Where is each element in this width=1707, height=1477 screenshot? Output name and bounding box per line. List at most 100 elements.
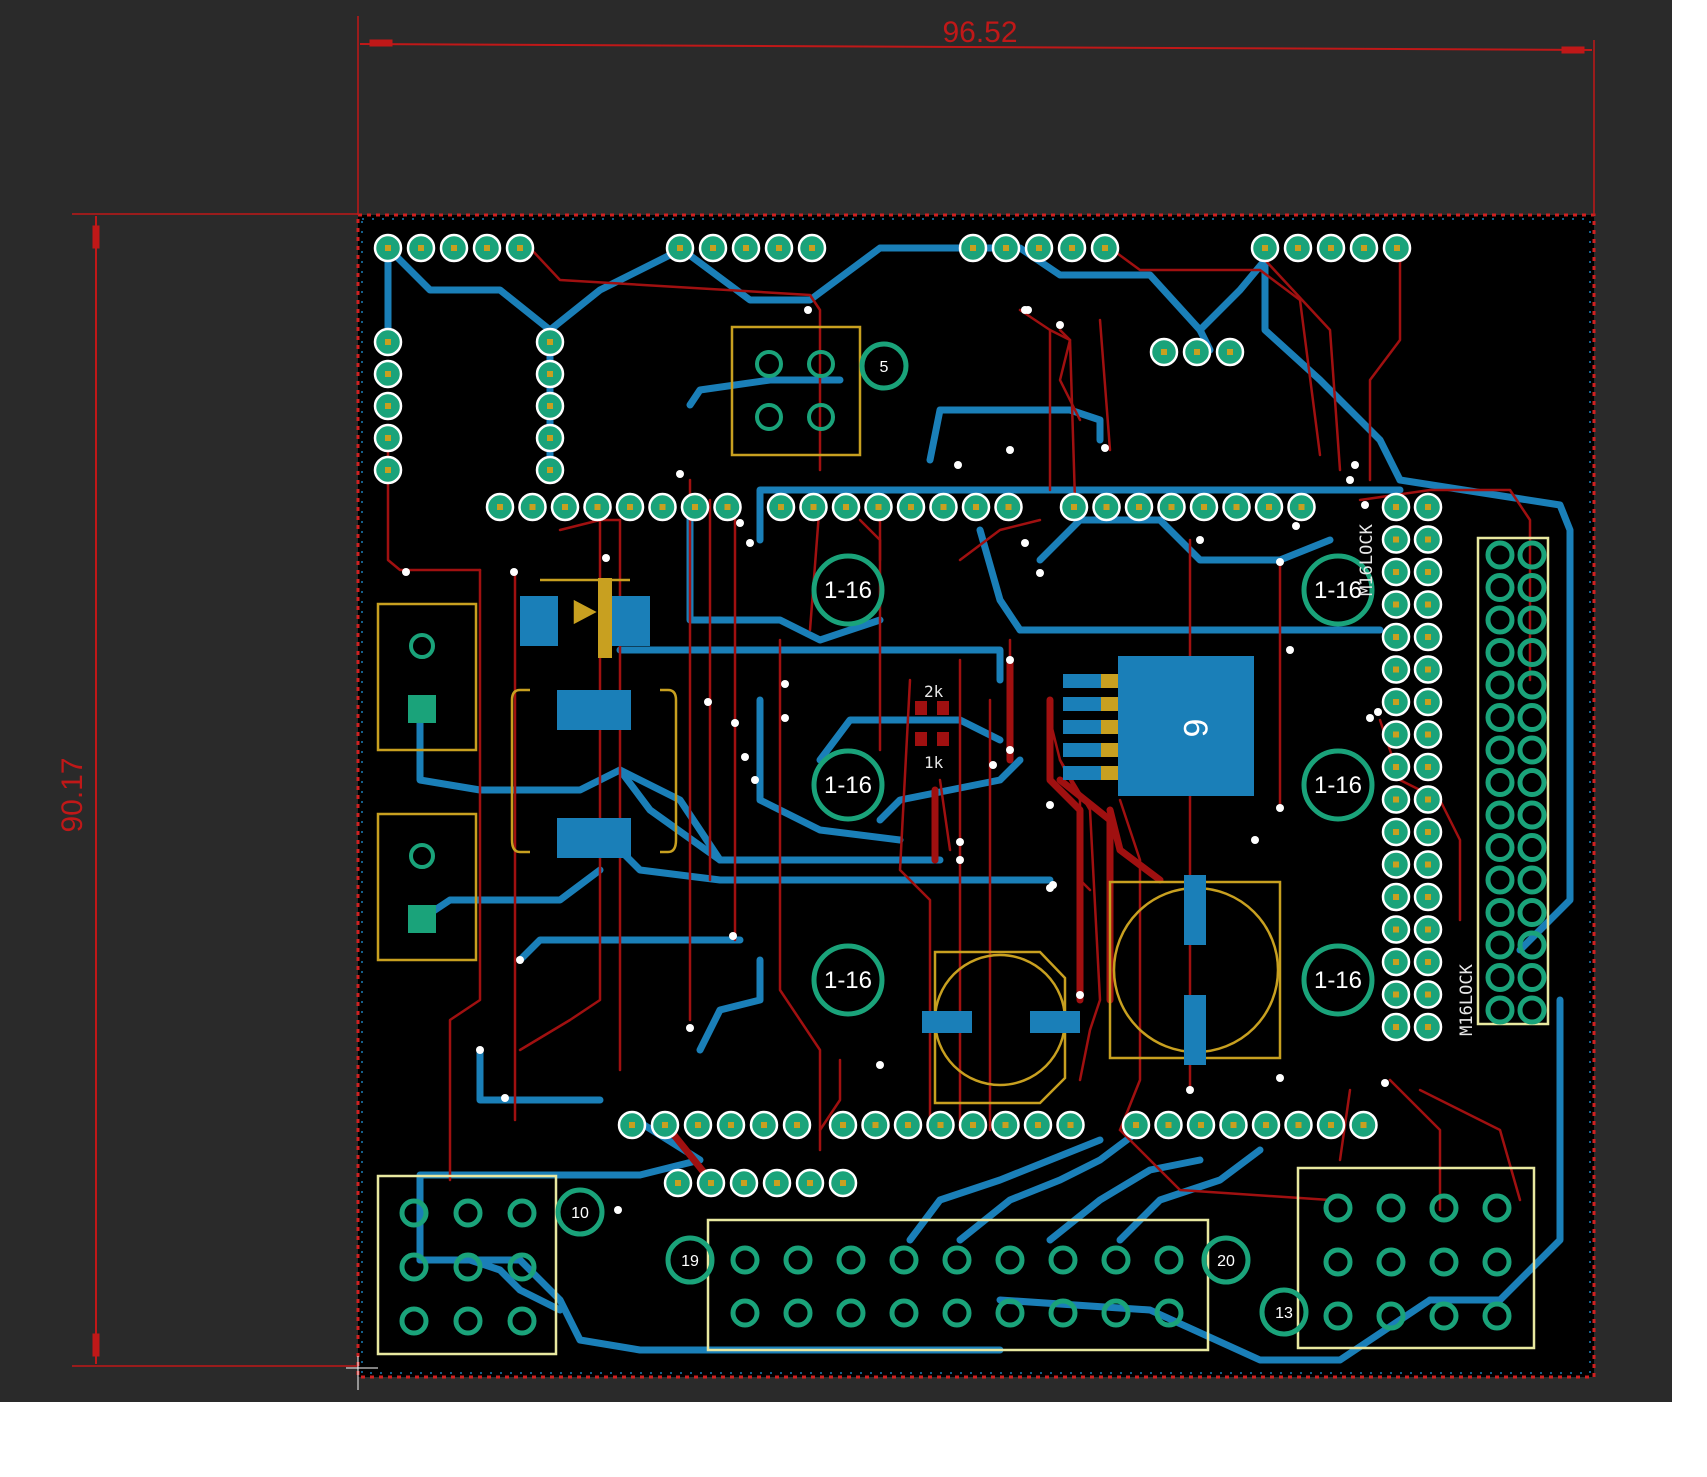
connector-pin[interactable]	[783, 1245, 813, 1275]
connector-pin[interactable]	[1485, 800, 1515, 830]
connector-pin[interactable]	[399, 1198, 429, 1228]
connector-pin[interactable]	[1323, 1247, 1353, 1277]
pin-header[interactable]	[1381, 492, 1411, 1042]
pin-header[interactable]	[665, 233, 827, 263]
connector-pin[interactable]	[1517, 670, 1547, 700]
pin-header[interactable]	[958, 233, 1120, 263]
connector-pin[interactable]	[1517, 768, 1547, 797]
connector-pin[interactable]	[1429, 1247, 1459, 1277]
connector-pin[interactable]	[1376, 1193, 1406, 1223]
pin-headers[interactable]	[373, 233, 1443, 1198]
connector-pin[interactable]	[507, 1306, 537, 1336]
connector-pin[interactable]	[1485, 963, 1515, 992]
connector-pads[interactable]	[399, 540, 1547, 1336]
connector-pin[interactable]	[1485, 995, 1515, 1025]
pin-header[interactable]	[766, 492, 1023, 522]
pin-header[interactable]	[1250, 233, 1412, 263]
regulator-leads	[598, 578, 1118, 780]
connector-pin[interactable]	[1154, 1298, 1184, 1328]
connector-pin[interactable]	[1485, 735, 1515, 765]
pin-header[interactable]	[828, 1110, 1085, 1140]
connector-pin[interactable]	[1485, 768, 1515, 797]
connector-pin[interactable]	[1429, 1301, 1459, 1331]
connector-pin[interactable]	[1517, 573, 1547, 602]
connector-pin[interactable]	[1485, 703, 1515, 732]
connector-pin[interactable]	[942, 1245, 972, 1275]
connector-pin[interactable]	[1517, 605, 1547, 635]
connector-pin[interactable]	[1517, 898, 1547, 927]
smd-pads[interactable]	[520, 596, 1254, 1065]
connector-pin[interactable]	[1485, 670, 1515, 700]
pin-header[interactable]	[617, 1110, 812, 1140]
connector-pin[interactable]	[1048, 1245, 1078, 1275]
connector-pin[interactable]	[730, 1245, 760, 1275]
pin-header[interactable]	[663, 1168, 858, 1198]
pin-header[interactable]	[373, 233, 535, 263]
height-dimension[interactable]	[72, 213, 358, 1367]
connector-pin[interactable]	[1517, 735, 1547, 765]
connector-pin[interactable]	[1101, 1298, 1131, 1328]
connector-pin[interactable]	[1485, 573, 1515, 602]
connector-pin[interactable]	[836, 1298, 866, 1328]
pin-center	[547, 435, 553, 441]
connector-pin[interactable]	[1485, 638, 1515, 667]
pin-header[interactable]	[485, 492, 742, 522]
connector-pin[interactable]	[1485, 605, 1515, 635]
connector-pin[interactable]	[1154, 1245, 1184, 1275]
connector-pin[interactable]	[1323, 1301, 1353, 1331]
pin-center	[385, 403, 391, 409]
connector-pin[interactable]	[399, 1252, 429, 1282]
connector-pin[interactable]	[1376, 1301, 1406, 1331]
connector-pin[interactable]	[1101, 1245, 1131, 1275]
connector-pin[interactable]	[836, 1245, 866, 1275]
mount-holes[interactable]	[811, 553, 1375, 1017]
connector-pin[interactable]	[399, 1306, 429, 1336]
connector-pin[interactable]	[995, 1298, 1025, 1328]
connector-pin[interactable]	[889, 1298, 919, 1328]
connector-pin[interactable]	[1376, 1247, 1406, 1277]
connector-pin[interactable]	[507, 1252, 537, 1282]
connector-pin[interactable]	[889, 1245, 919, 1275]
connector-pin[interactable]	[783, 1298, 813, 1328]
connector-pin[interactable]	[1517, 995, 1547, 1025]
connector-pin[interactable]	[1517, 865, 1547, 895]
pin-header[interactable]	[1413, 492, 1443, 1042]
connector-pin[interactable]	[942, 1298, 972, 1328]
pin-center	[1425, 829, 1431, 835]
width-dimension[interactable]	[357, 16, 1595, 215]
connector-pin[interactable]	[1482, 1193, 1512, 1223]
connector-pin[interactable]	[1048, 1298, 1078, 1328]
connector-pin[interactable]	[1485, 865, 1515, 895]
pin-center	[1393, 796, 1399, 803]
connector-pin[interactable]	[1482, 1301, 1512, 1331]
connector-pin[interactable]	[507, 1198, 537, 1228]
connector-pin[interactable]	[1517, 800, 1547, 830]
pcb-editor-canvas[interactable]: 96.52 90.17	[0, 0, 1672, 1402]
terminal-pads[interactable]	[408, 341, 1309, 1337]
connector-pin[interactable]	[730, 1298, 760, 1328]
connector-pin[interactable]	[1429, 1193, 1459, 1223]
connector-pin[interactable]	[453, 1306, 483, 1336]
connector-pin[interactable]	[1517, 833, 1547, 862]
connector-pin[interactable]	[1517, 703, 1547, 732]
connector-pin[interactable]	[1485, 540, 1515, 570]
connector-pin[interactable]	[453, 1198, 483, 1228]
connector-pin[interactable]	[1517, 930, 1547, 960]
connector-pin[interactable]	[1517, 540, 1547, 570]
connector-pin[interactable]	[1485, 898, 1515, 927]
connector-pin[interactable]	[453, 1252, 483, 1282]
connector-pin[interactable]	[1517, 638, 1547, 667]
connector-pin[interactable]	[1485, 833, 1515, 862]
pin-header[interactable]	[1149, 337, 1245, 367]
pin-header[interactable]	[373, 327, 403, 485]
pin-header[interactable]	[1121, 1110, 1378, 1140]
connector-pin[interactable]	[1485, 930, 1515, 960]
connector-pin[interactable]	[1482, 1247, 1512, 1277]
smd-resistors[interactable]	[915, 701, 949, 746]
pin-header[interactable]	[535, 327, 565, 485]
connector-pin[interactable]	[995, 1245, 1025, 1275]
pin-header[interactable]	[1059, 492, 1316, 522]
u6-label: 6	[1176, 719, 1214, 738]
connector-pin[interactable]	[1323, 1193, 1353, 1223]
connector-pin[interactable]	[1517, 963, 1547, 992]
